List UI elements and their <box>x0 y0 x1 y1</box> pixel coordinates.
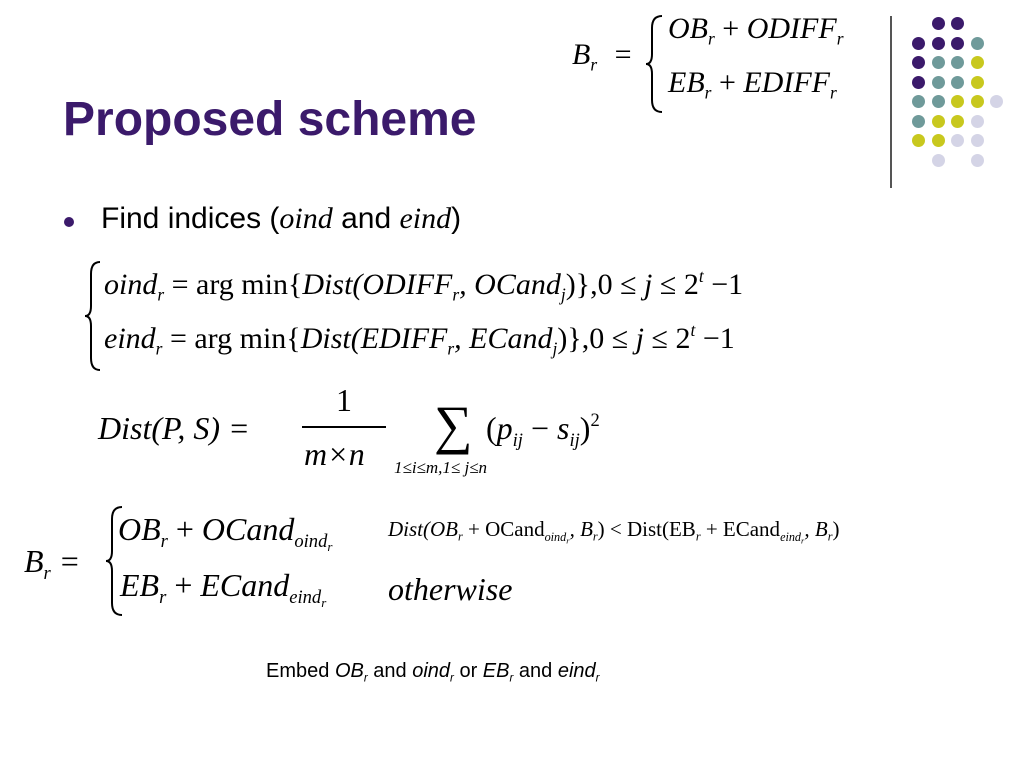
top-eq-lhs-sub: r <box>590 54 598 75</box>
br-row2: EBr + ECandeindr <box>120 567 327 610</box>
decorative-dot <box>912 56 925 69</box>
decorative-dot <box>931 153 945 167</box>
index-eq-row1: oindr = arg min{Dist(ODIFFr, OCandj)},0 … <box>104 265 744 305</box>
decorative-dot <box>931 134 945 147</box>
decorative-dot <box>951 114 964 128</box>
top-equation: Br = OBr + ODIFFr EBr + EDIFFr <box>572 12 882 114</box>
bullet-var-oind: oind <box>279 202 333 235</box>
dist-fraction-bar <box>302 426 386 428</box>
top-eq-r1-b: ODIFF <box>746 12 837 45</box>
top-eq-r1-a-sub: r <box>708 28 715 49</box>
index-eq-brace <box>84 261 101 371</box>
top-eq-r2-a-sub: r <box>704 82 712 103</box>
decorative-dot <box>990 95 1003 108</box>
br-otherwise: otherwise <box>388 571 513 607</box>
top-eq-r2-b-sub: r <box>830 82 837 103</box>
decorative-dot <box>951 75 964 89</box>
bullet-suffix: ) <box>451 202 462 235</box>
embed-caption: Embed OBr and oindr or EBr and eindr <box>266 660 600 685</box>
dist-denominator: m×n <box>304 436 365 472</box>
br-row1: OBr + OCandoindr <box>118 511 333 554</box>
decorative-dot <box>912 95 925 108</box>
top-eq-brace <box>645 15 663 113</box>
bullet-mid: and <box>332 202 400 235</box>
bullet-prefix: Find indices ( <box>101 202 280 235</box>
decorative-dot <box>970 56 984 69</box>
sum-term: (pij − sij)2 <box>486 410 600 452</box>
top-eq-r2-op: + <box>711 66 744 99</box>
decorative-dot <box>970 36 984 50</box>
br-lhs: Br= <box>24 543 79 585</box>
decorative-dot <box>931 75 945 89</box>
decorative-dot <box>931 114 945 128</box>
sum-symbol: ∑ <box>434 395 473 455</box>
slide-title: Proposed scheme <box>63 93 477 146</box>
index-equations: oindr = arg min{Dist(ODIFFr, OCandj)},0 … <box>84 260 914 375</box>
decorative-dot <box>951 56 964 69</box>
vertical-divider <box>890 16 892 188</box>
decorative-dot <box>931 56 945 69</box>
decorative-dot <box>912 75 925 89</box>
bullet-text: Find indices (oind and eind) <box>101 202 461 236</box>
decorative-dot <box>970 134 984 147</box>
top-eq-r2-b: EDIFF <box>743 66 830 99</box>
bullet-icon <box>64 217 74 227</box>
decorative-dot <box>951 17 964 30</box>
decorative-dot <box>970 114 984 128</box>
br-equation: Br= OBr + OCandoindr EBr + ECandeindr Di… <box>24 505 1004 620</box>
decorative-dot <box>912 114 925 128</box>
decorative-dot <box>970 75 984 89</box>
decorative-dot <box>931 36 945 50</box>
decorative-dot <box>931 17 945 30</box>
top-eq-r1-b-sub: r <box>836 28 844 49</box>
decorative-dot <box>951 134 964 147</box>
top-eq-r2-a: EB <box>668 66 705 99</box>
br-condition: Dist(OBr + OCandoindr, Br) < Dist(EBr + … <box>388 517 840 546</box>
top-eq-eq: = <box>614 38 632 71</box>
br-eq-brace <box>105 506 123 616</box>
bullet-var-eind: eind <box>399 202 452 235</box>
decorative-dot <box>970 153 984 167</box>
decorative-dot <box>912 36 925 50</box>
sum-limits: 1≤i≤m,1≤ j≤n <box>394 458 488 477</box>
dist-equation: Dist(P, S) = 1 m×n ∑ 1≤i≤m,1≤ j≤n (pij −… <box>98 382 658 482</box>
decorative-dot <box>951 36 964 50</box>
index-eq-row2: eindr = arg min{Dist(EDIFFr, ECandj)},0 … <box>104 319 735 359</box>
decorative-dot-grid <box>0 0 1024 200</box>
decorative-dot <box>970 95 984 108</box>
dist-lhs: Dist(P, S) = <box>98 410 250 446</box>
top-eq-r1-a: OB <box>668 12 708 45</box>
decorative-dot <box>951 95 964 108</box>
decorative-dot <box>931 95 945 108</box>
decorative-dot <box>912 134 925 147</box>
top-eq-r1-op: + <box>714 12 747 45</box>
dist-numerator: 1 <box>336 382 352 418</box>
top-eq-lhs: B <box>572 38 591 71</box>
